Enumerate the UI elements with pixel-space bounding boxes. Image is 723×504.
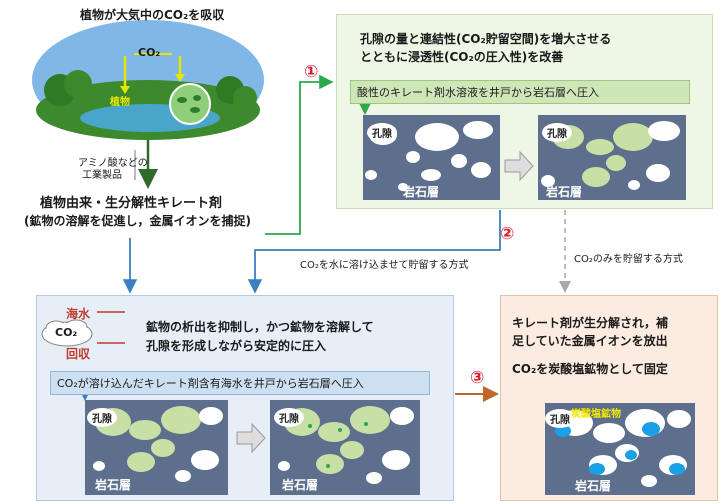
bottom-rock-after: 孔隙 岩石層 <box>270 400 420 495</box>
bottom-pore-label: 孔隙 <box>87 408 117 427</box>
chelating-agent-desc: (鉱物の溶解を促進し，金属イオンを捕捉) <box>24 214 251 228</box>
amino-label-2: 工業製品 <box>82 170 122 181</box>
step3-rock-label: 岩石層 <box>575 479 612 493</box>
step1-after-rock-label: 岩石層 <box>546 185 583 199</box>
seawater-label: 海水 <box>66 307 91 321</box>
bottom-banner: CO₂が溶け込んだキレート剤含有海水を井戸から岩石層へ圧入 <box>50 371 430 395</box>
step3-heading-3: CO₂を炭酸塩鉱物として固定 <box>512 362 668 376</box>
recovery-label: 回収 <box>66 347 91 361</box>
bottom-transition-arrow <box>236 422 266 454</box>
step2-alt-label: CO₂のみを貯留する方式 <box>574 254 683 265</box>
bottom-heading-1: 鉱物の析出を抑制し，かつ鉱物を溶解して <box>146 320 374 334</box>
step1-banner: 酸性のキレート剤水溶液を井戸から岩石層へ圧入 <box>350 80 690 104</box>
bottom-co2-label: CO₂ <box>55 326 78 339</box>
step3-heading-1: キレート剤が生分解され，補 <box>512 316 669 330</box>
step3-pore-label: 孔隙 <box>545 409 575 428</box>
step1-heading-2: とともに浸透性(CO₂の圧入性)を改善 <box>360 50 564 64</box>
step2-number: ② <box>500 224 515 244</box>
green-arrow-step1 <box>265 74 334 235</box>
step3-heading-2: 足していた金属イオンを放出 <box>512 334 668 348</box>
bottom-rock-label: 岩石層 <box>95 478 132 492</box>
step1-transition-arrow <box>504 150 534 182</box>
co2-cloud <box>40 318 94 348</box>
amino-label-1: アミノ酸などの <box>78 158 148 169</box>
step2-arrow-label: CO₂を水に溶け込ませて貯留する方式 <box>300 260 469 271</box>
chelating-agent-title: 植物由来・生分解性キレート剤 <box>40 196 223 211</box>
step1-rock-label: 岩石層 <box>403 185 440 199</box>
step1-rock-after: 孔隙 岩石層 <box>538 115 686 200</box>
step3-number: ③ <box>470 368 485 388</box>
bottom-after-rock-label: 岩石層 <box>282 478 319 492</box>
ecosystem-illustration <box>30 18 270 140</box>
co2-label: CO₂ <box>138 46 161 59</box>
step1-number: ① <box>304 62 319 82</box>
plant-absorb-title: 植物が大気中のCO₂を吸収 <box>80 8 225 22</box>
bottom-after-pore-label: 孔隙 <box>274 408 304 427</box>
bottom-heading-2: 孔隙を形成しながら安定的に圧入 <box>146 339 327 353</box>
step3-rock: 孔隙 炭酸塩鉱物 岩石層 <box>545 403 695 495</box>
step1-pore-label: 孔隙 <box>367 123 397 142</box>
plant-label: 植物 <box>110 97 130 108</box>
blue-arrow-step2 <box>247 210 501 294</box>
step1-after-pore-label: 孔隙 <box>542 123 572 142</box>
step1-rock-before: 孔隙 岩石層 <box>363 115 500 200</box>
carbonate-label: 炭酸塩鉱物 <box>571 409 621 420</box>
bottom-rock-before: 孔隙 岩石層 <box>85 400 228 495</box>
step1-heading-1: 孔隙の量と連結性(CO₂貯留空間)を増大させる <box>360 32 612 46</box>
